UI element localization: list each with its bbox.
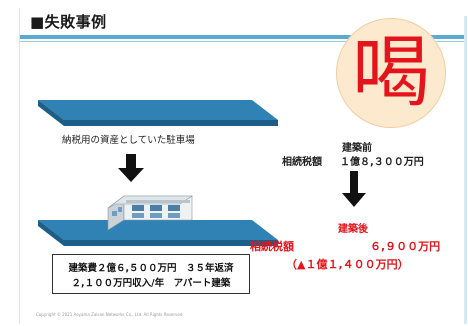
apartment-platform-side	[38, 220, 64, 246]
after-tax-value: ６,９００万円	[370, 240, 441, 253]
before-tax-value: １億８,３００万円	[340, 157, 424, 168]
apartment-platform-front	[64, 240, 278, 246]
after-tax-label: 相続税額	[250, 240, 294, 253]
after-tax-reduction: （▲１億１,４００万円）	[286, 258, 409, 271]
apartment-building-icon	[107, 195, 193, 231]
slide-title: ■失敗事例	[30, 13, 107, 31]
apartment-platform	[38, 220, 278, 246]
after-heading: 建築後	[338, 224, 368, 235]
parking-lot-platform	[38, 100, 278, 126]
parking-lot-side	[38, 100, 64, 126]
title-rule	[20, 35, 467, 39]
before-tax-label: 相続税額	[282, 157, 322, 168]
seal-stamp: 喝	[336, 18, 446, 128]
down-arrow-icon	[118, 154, 144, 182]
building-info-line-1: 建築費２億６,５００万円 ３５年返済	[68, 263, 234, 274]
parking-lot-front	[64, 120, 278, 126]
apartment-platform-top	[38, 220, 278, 240]
building-info-box: 建築費２億６,５００万円 ３５年返済 ２,１００万円収入/年 アパート建築	[52, 254, 250, 294]
slide: ■失敗事例	[19, 8, 467, 324]
building-info-line-2: ２,１００万円収入/年 アパート建築	[71, 278, 231, 289]
title-rule-thin	[20, 41, 467, 42]
tax-down-arrow-icon	[342, 171, 366, 207]
before-heading: 建築前	[342, 143, 372, 154]
parking-lot-top	[38, 100, 278, 120]
copyright-notice: Copyright © 2021 Aoyama Zaisan Networks …	[36, 312, 184, 317]
slide-right-edge	[464, 16, 467, 324]
illustration-layer	[38, 100, 366, 246]
seal-character: 喝	[351, 28, 430, 118]
parking-lot-caption: 納税用の資産としていた駐車場	[62, 135, 195, 146]
